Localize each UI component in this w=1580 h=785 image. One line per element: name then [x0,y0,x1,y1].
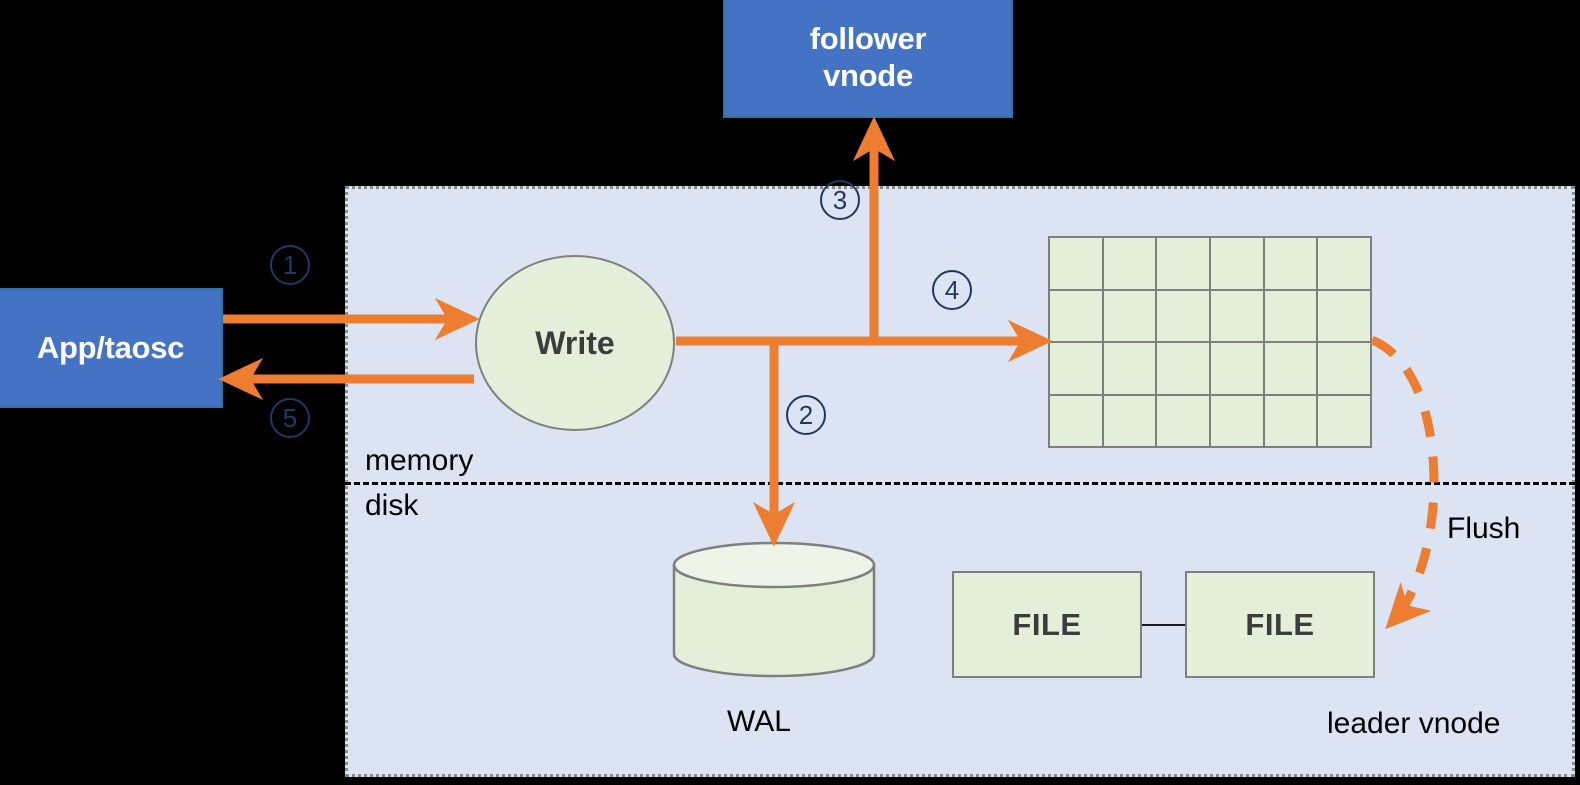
memtable-cell [1318,395,1370,446]
memtable-cell [1211,395,1263,446]
memtable-cell [1157,343,1209,394]
step-marker-1: 1 [270,245,310,285]
memtable-cell [1211,238,1263,289]
memtable-cell [1211,290,1263,341]
step-marker-3: 3 [820,180,860,220]
flush-label: Flush [1447,512,1521,545]
memtable-cell [1157,290,1209,341]
follower-vnode-label-line1: follower [809,21,927,57]
memtable-cell [1318,290,1370,341]
memtable-cell [1264,290,1317,341]
memtable-cell [1103,238,1156,289]
follower-vnode-box[interactable]: follower vnode [723,0,1013,118]
file-box-1[interactable]: FILE [952,571,1142,678]
memtable-cell [1318,343,1370,394]
memtable-cell [1050,290,1102,341]
memtable-cell [1318,238,1370,289]
app-taosc-box[interactable]: App/taosc [0,288,223,408]
memtable-grid[interactable] [1048,236,1372,448]
step-marker-2: 2 [786,395,826,435]
memtable-cell [1103,395,1156,446]
memtable-cell [1157,238,1209,289]
file-box-2-label: FILE [1245,606,1315,642]
memtable-cell [1211,343,1263,394]
app-taosc-label: App/taosc [36,329,185,365]
memtable-cell [1050,238,1102,289]
write-label: Write [535,324,615,361]
disk-label: disk [365,489,419,522]
memtable-cell [1264,238,1317,289]
write-node[interactable]: Write [475,255,675,431]
memtable-cell [1050,395,1102,446]
file-box-2[interactable]: FILE [1185,571,1375,678]
memory-disk-divider [345,482,1575,485]
file-box-1-label: FILE [1012,606,1082,642]
memtable-cell [1103,343,1156,394]
follower-vnode-label-line2: vnode [823,58,913,93]
memtable-cell [1103,290,1156,341]
memtable-cell [1264,343,1317,394]
step-marker-5: 5 [270,398,310,438]
follower-vnode-label: follower vnode [809,21,927,94]
arrow-flush [1370,335,1439,630]
memtable-cell [1157,395,1209,446]
wal-cylinder[interactable] [672,541,876,678]
file-connector-line [1142,624,1185,626]
wal-cylinder-body [672,563,876,678]
memtable-cell [1264,395,1317,446]
leader-vnode-label: leader vnode [1327,707,1501,740]
memory-label: memory [365,444,474,477]
step-marker-4: 4 [932,270,972,310]
wal-label: WAL [727,705,791,738]
memtable-cell [1050,343,1102,394]
